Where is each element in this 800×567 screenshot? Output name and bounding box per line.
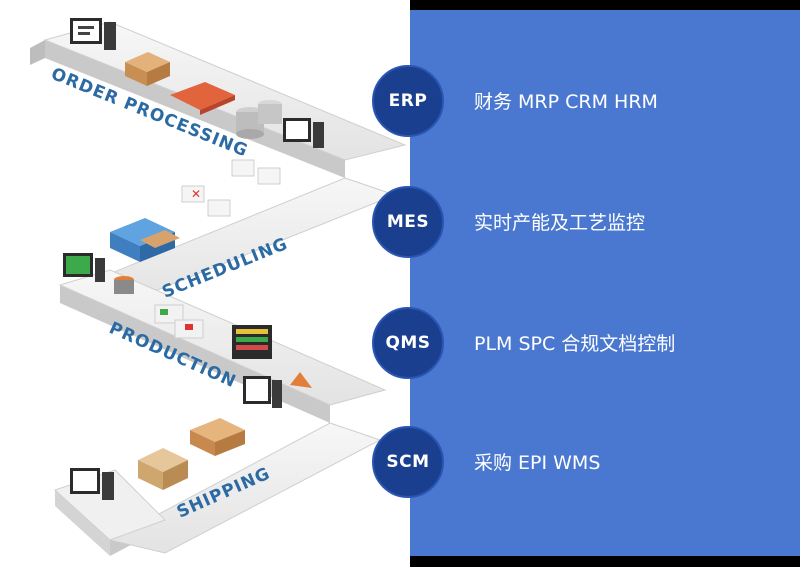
system-badge-erp: ERP — [372, 65, 444, 137]
computer-terminal-icon — [283, 118, 324, 148]
system-desc-erp: 财务 MRP CRM HRM — [474, 91, 658, 113]
production-monitor-icon — [232, 325, 272, 359]
computer-terminal-icon — [70, 468, 114, 500]
system-desc-mes: 实时产能及工艺监控 — [474, 212, 646, 234]
computer-terminal-icon — [243, 376, 282, 408]
system-desc-scm: 采购 EPI WMS — [474, 452, 601, 474]
scheduling-station-icon: ✕ — [181, 159, 281, 217]
barcode-scanner-icon — [114, 276, 134, 294]
product-tray-icon — [170, 82, 235, 115]
svg-text:✕: ✕ — [191, 187, 201, 201]
belt-shipping — [54, 422, 382, 556]
cardboard-box-icon — [125, 52, 170, 86]
workflow-illustration: ✕ — [30, 18, 407, 556]
computer-terminal-icon — [70, 18, 116, 50]
system-desc-qms: PLM SPC 合规文档控制 — [474, 333, 676, 355]
open-box-icon — [190, 372, 312, 456]
system-badge-qms: QMS — [372, 307, 444, 379]
delivery-truck-icon — [110, 218, 180, 262]
barrel-icon — [236, 100, 282, 139]
box-stack-icon — [138, 448, 188, 490]
belt-production — [58, 269, 387, 423]
system-row-erp: ERP 财务 MRP CRM HRM — [372, 65, 792, 137]
system-row-scm: SCM 采购 EPI WMS — [372, 426, 792, 498]
system-badge-scm: SCM — [372, 426, 444, 498]
production-machine-icon — [154, 304, 204, 339]
system-row-mes: MES 实时产能及工艺监控 — [372, 186, 792, 258]
system-row-qms: QMS PLM SPC 合规文档控制 — [372, 307, 792, 379]
systems-panel — [410, 0, 800, 567]
computer-terminal-icon — [63, 253, 105, 282]
panel-bottom-border — [410, 556, 800, 567]
panel-top-border — [410, 0, 800, 10]
system-badge-mes: MES — [372, 186, 444, 258]
